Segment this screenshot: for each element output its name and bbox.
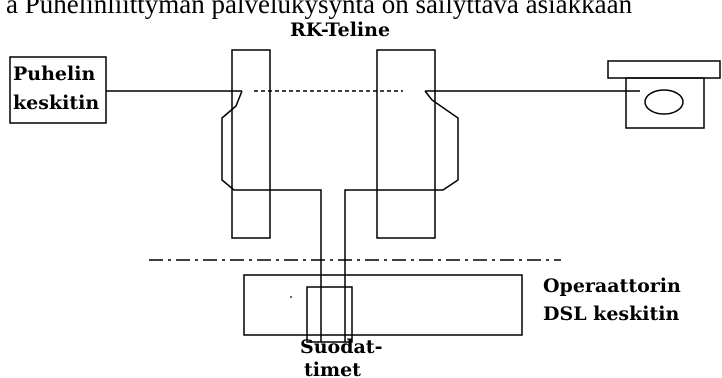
dsl-exchange-label-line2: DSL keskitin [543,303,679,325]
rack-title: RK-Teline [290,19,390,41]
right-loop-wire [344,90,459,342]
stray-dot [290,296,292,298]
right-rack-panel [376,49,436,239]
dsl-exchange-box [243,274,523,336]
phone-exchange-label-line2: keskitin [13,92,99,114]
filter-box [306,286,353,343]
phone-exchange-box [9,56,107,124]
telephone-icon [607,60,721,129]
left-rack-panel [231,49,271,239]
dsl-exchange-label-line1: Operaattorin [543,275,681,297]
left-loop-wire [221,90,322,342]
filter-label-line1: Suodat- [300,336,382,358]
phone-exchange-label-line1: Puhelin [13,63,95,85]
filter-label-line2: timet [304,359,361,378]
caption-text: a Puhelinliittymän palvelukysyntä on säi… [6,0,633,19]
